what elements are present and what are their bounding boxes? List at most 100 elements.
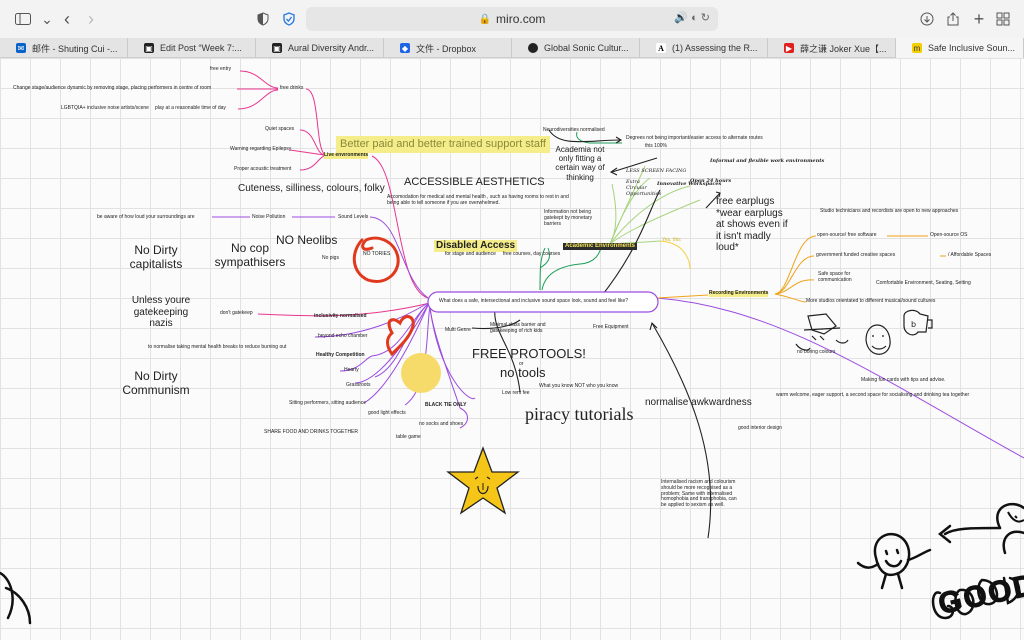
note-informal[interactable]: Informal and flexible work environments xyxy=(710,158,825,164)
tab-youtube[interactable]: ▶薛之谦 Joker Xue【... xyxy=(768,38,896,58)
note-free-equipment[interactable]: Free Equipment xyxy=(593,324,629,330)
tab-academia[interactable]: A(1) Assessing the R... xyxy=(640,38,768,58)
note-share-food[interactable]: SHARE FOOD AND DRINKS TOGETHER xyxy=(264,429,358,435)
note-quiet-spaces[interactable]: Quiet spaces xyxy=(265,126,295,132)
note-inclusivity[interactable]: inclusivity normalised xyxy=(314,313,367,319)
note-no-neolibs[interactable]: NO Neolibs xyxy=(276,233,338,247)
note-for-stage[interactable]: for stage and audience xyxy=(445,251,496,257)
note-free-entry[interactable]: free entry xyxy=(210,66,232,72)
note-table-game[interactable]: table game xyxy=(396,434,421,440)
note-normalise-awkwardness[interactable]: normalise awkwardness xyxy=(645,397,752,408)
note-studio-tech[interactable]: Studio technicians and recordists are op… xyxy=(820,208,959,214)
note-change-stage[interactable]: Change stage/audience dynamic by removin… xyxy=(13,85,212,91)
note-low-rent[interactable]: Low rent fee xyxy=(502,390,530,396)
tab-dropbox[interactable]: ◆文件 - Dropbox xyxy=(384,38,512,58)
note-accommodation[interactable]: Accomodation for medical and mental heal… xyxy=(387,194,569,206)
note-free-earplugs[interactable]: free earplugs *wear earplugs at shows ev… xyxy=(716,196,788,253)
forward-icon[interactable]: › xyxy=(88,8,94,29)
note-no-socks[interactable]: no socks and shoes xyxy=(419,421,464,427)
node-recording-environments[interactable]: Recording Environments xyxy=(709,290,769,297)
note-lgbtqia[interactable]: LGBTQIA+ inclusive noise artists/scene xyxy=(61,105,149,111)
note-noise-pollution[interactable]: Noise Pollution xyxy=(252,214,286,220)
tab-aural-diversity[interactable]: ▣Aural Diversity Andr... xyxy=(256,38,384,58)
tab-global-sonic[interactable]: Global Sonic Cultur... xyxy=(512,38,640,58)
note-mental-breaks[interactable]: to normalise taking mental health breaks… xyxy=(148,344,287,350)
outlook-icon: ✉ xyxy=(16,43,26,53)
note-what-you-know[interactable]: What you know NOT who you know xyxy=(539,383,619,389)
note-sound-levels[interactable]: Sound Levels xyxy=(338,214,369,220)
note-reasonable-time[interactable]: play at a reasonable time of day xyxy=(155,105,226,111)
note-info-gatekept[interactable]: Information not being gatekept by moneta… xyxy=(544,209,593,227)
note-warm-welcome[interactable]: warm welcome, eager support, a second sp… xyxy=(776,392,970,398)
node-disabled-access[interactable]: Disabled Access xyxy=(434,240,518,252)
note-beyond-echo[interactable]: beyond echo chamber xyxy=(318,333,368,339)
note-dont-gatekeep[interactable]: don't gatekeep xyxy=(220,310,253,316)
note-academia[interactable]: Academia not only fitting a certain way … xyxy=(555,145,605,182)
node-live-environments[interactable]: Live environments xyxy=(324,152,369,159)
note-open-24[interactable]: Open 24 hours xyxy=(690,178,732,184)
note-better-paid[interactable]: Better paid and better trained support s… xyxy=(336,136,550,153)
note-sitting[interactable]: Sitting performers, sitting audience xyxy=(289,400,366,406)
note-no-tools[interactable]: no tools xyxy=(500,365,546,380)
new-tab-icon[interactable]: + xyxy=(973,8,985,29)
note-this-100[interactable]: this 100% xyxy=(645,143,667,149)
note-warning-epilepsy[interactable]: Warning regarding Epilepsy xyxy=(230,146,292,152)
note-accessible-aesthetics[interactable]: ACCESSIBLE AESTHETICS xyxy=(404,176,545,188)
note-free-courses[interactable]: free courses, day courses xyxy=(503,251,561,257)
note-hearty[interactable]: Hearty xyxy=(344,367,359,373)
node-center-question[interactable]: What does a safe, intersectional and inc… xyxy=(439,298,629,304)
note-no-cop[interactable]: No cop sympathisers xyxy=(214,241,286,269)
note-minimal-class[interactable]: Minimal class barrier and gatekeeping of… xyxy=(490,322,546,334)
note-safe-space[interactable]: Safe space for communication xyxy=(818,271,852,283)
note-neurodiversities[interactable]: Neurodiversities normalised xyxy=(543,127,605,133)
note-no-tories[interactable]: NO TORIES xyxy=(363,251,391,257)
note-yes-this[interactable]: Yes, this xyxy=(662,237,681,243)
node-academic-environments[interactable]: Academic Environments xyxy=(563,243,638,250)
note-good-interior[interactable]: good interior design xyxy=(738,425,782,431)
note-free-protools[interactable]: FREE PROTOOLS! xyxy=(472,346,586,361)
reload-icon[interactable]: 🔊 ◐ ↻ xyxy=(674,12,710,24)
download-icon[interactable] xyxy=(918,10,936,28)
note-no-boring[interactable]: no boring colours xyxy=(797,349,836,355)
note-internalised-racism[interactable]: Internalised racism and colourism should… xyxy=(661,479,737,508)
note-no-pigs[interactable]: No pigs xyxy=(322,255,339,261)
miro-board[interactable]: b free entry C xyxy=(0,58,1024,640)
note-multi-genre[interactable]: Multi Genre xyxy=(445,327,471,333)
note-free-drinks[interactable]: free drinks xyxy=(280,85,304,91)
tab-overview-icon[interactable] xyxy=(994,10,1012,28)
note-comfortable[interactable]: Comfortable Environment, Seating, Settin… xyxy=(876,280,971,286)
note-affordable[interactable]: / Affordable Spaces xyxy=(948,252,992,258)
share-icon[interactable] xyxy=(944,10,962,28)
note-open-source[interactable]: open-source/ free software xyxy=(817,232,877,238)
note-healthy-competition[interactable]: Healthy Competition xyxy=(316,352,365,358)
circle-icon xyxy=(528,43,538,53)
note-be-aware[interactable]: be aware of how loud your surroundings a… xyxy=(97,214,195,220)
note-or[interactable]: or xyxy=(519,361,524,367)
adguard-icon[interactable] xyxy=(280,10,298,28)
note-good-light[interactable]: good light effects xyxy=(368,410,406,416)
note-piracy[interactable]: piracy tutorials xyxy=(525,404,634,424)
sidebar-icon[interactable] xyxy=(14,10,32,28)
note-extra-circular[interactable]: Extra Circular Opportunities xyxy=(626,179,662,197)
address-bar[interactable]: 🔒 miro.com 🔊 ◐ ↻ xyxy=(306,7,718,31)
note-degrees[interactable]: Degrees not being important/easier acces… xyxy=(626,135,763,141)
note-no-dirty-capitalists[interactable]: No Dirty capitalists xyxy=(129,243,183,271)
tab-edit-post[interactable]: ▣Edit Post “Week 7:... xyxy=(128,38,256,58)
tab-outlook[interactable]: ✉邮件 - Shuting Cui -... xyxy=(0,38,128,58)
note-black-tie[interactable]: BLACK TIE ONLY xyxy=(425,402,467,408)
note-cuteness[interactable]: Cuteness, silliness, colours, folky xyxy=(238,183,385,194)
shield-half-icon[interactable] xyxy=(254,10,272,28)
note-less-screen[interactable]: LESS SCREEN FACING xyxy=(626,168,687,174)
note-unless-nazis[interactable]: Unless youre gatekeeping nazis xyxy=(131,295,191,329)
chevron-down-icon[interactable]: ⌄ xyxy=(41,10,53,27)
note-proper-acoustic[interactable]: Proper acoustic treatment xyxy=(234,166,292,172)
note-gov-funded[interactable]: government funded creative spaces xyxy=(816,252,896,258)
note-innovative[interactable]: Innovative Workspaces xyxy=(657,181,722,187)
note-grassroots[interactable]: Grassroots xyxy=(346,382,371,388)
note-open-source-os[interactable]: Open-source OS xyxy=(930,232,968,238)
note-more-studios[interactable]: More studios orientated to different mus… xyxy=(806,298,936,304)
back-icon[interactable]: ‹ xyxy=(64,8,70,29)
note-making-fun[interactable]: Making fun cards with tips and advise. xyxy=(861,377,946,383)
note-no-dirty-communism[interactable]: No Dirty Communism xyxy=(122,369,190,397)
